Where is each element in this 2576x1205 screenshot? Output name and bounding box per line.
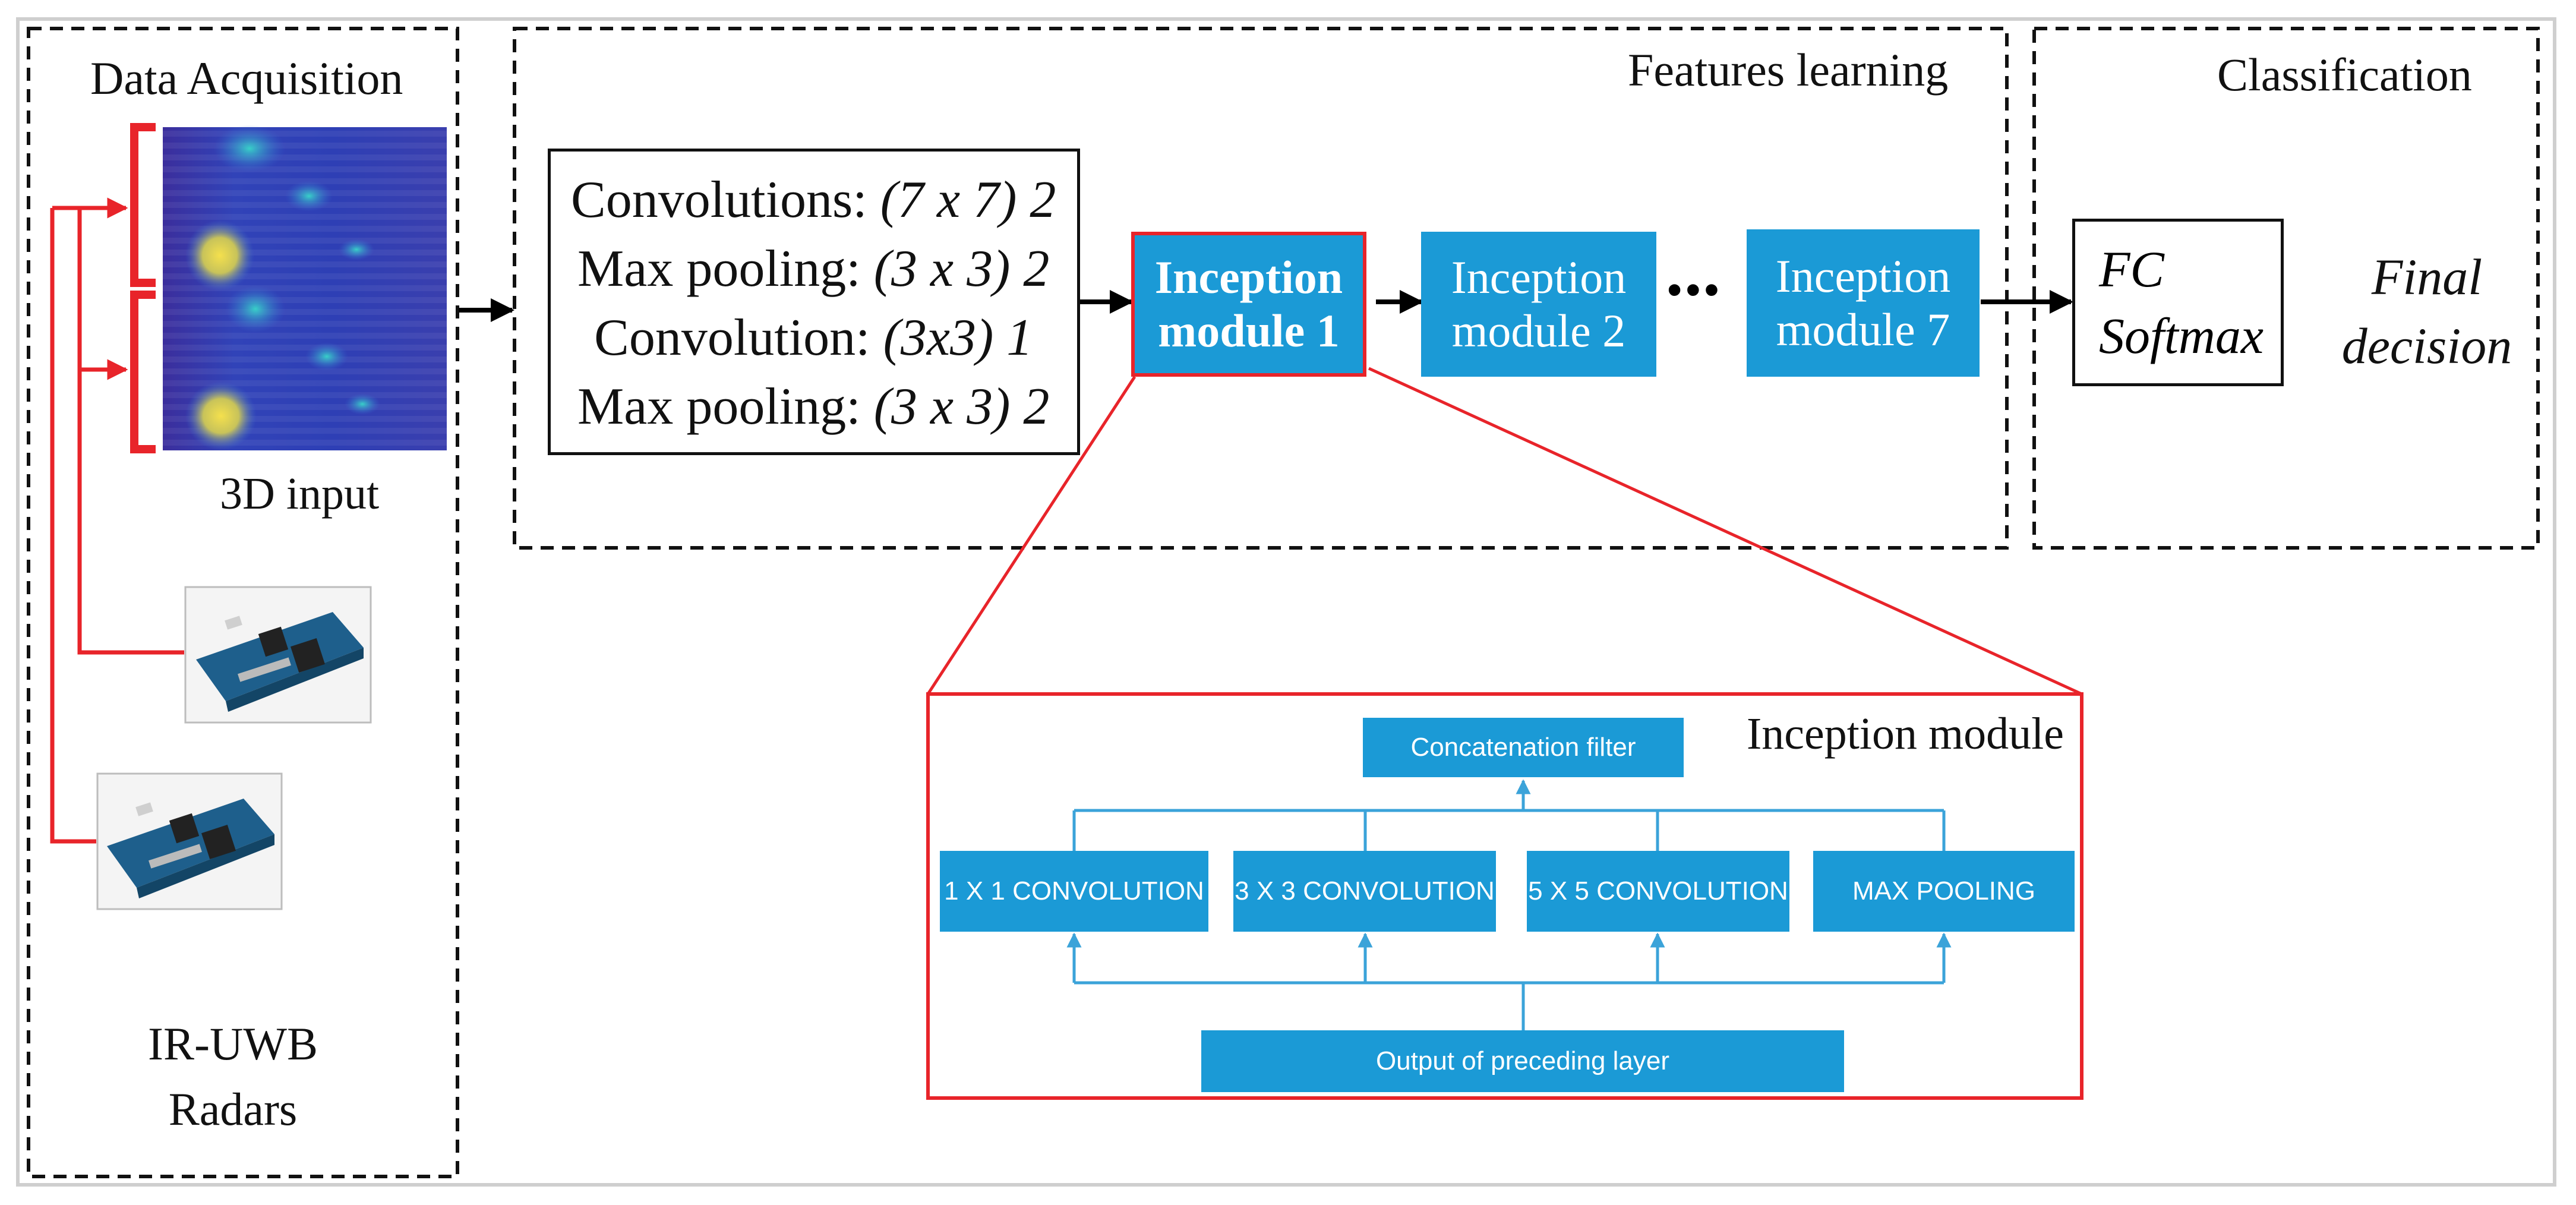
softmax-label: Softmax — [2099, 307, 2264, 364]
radar-board-image — [96, 772, 283, 910]
module-2-line2: module 2 — [1451, 305, 1626, 357]
radar-label: IR-UWB Radars — [138, 1011, 328, 1142]
fc-softmax-block: FC Softmax — [2072, 219, 2284, 386]
inception-detail-title: Inception module — [1747, 709, 2064, 759]
radar-heatmap-image — [163, 125, 447, 450]
inception-detail-frame — [926, 692, 2083, 1100]
input-label: 3D input — [220, 469, 380, 519]
acquisition-heading: Data Acquisition — [90, 52, 403, 104]
stem-line-4: Max pooling: (3 x 3) 2 — [577, 378, 1050, 436]
radar-label-line1: IR-UWB — [148, 1018, 318, 1070]
stem-block: Convolutions: (7 x 7) 2 Max pooling: (3 … — [548, 149, 1080, 455]
branch-3x3-convolution: 3 X 3 CONVOLUTION — [1233, 851, 1496, 932]
module-7-line2: module 7 — [1776, 304, 1950, 355]
preceding-layer-output: Output of preceding layer — [1201, 1030, 1844, 1092]
final-decision-line2: decision — [2341, 317, 2512, 374]
branch-1x1-convolution: 1 X 1 CONVOLUTION — [940, 851, 1208, 932]
final-decision: Final decision — [2335, 242, 2519, 380]
fc-label: FC — [2099, 241, 2164, 298]
module-1-line1: Inception — [1154, 251, 1343, 303]
module-1-line2: module 1 — [1158, 305, 1340, 357]
classification-heading: Classification — [2217, 49, 2472, 100]
module-2-line1: Inception — [1451, 251, 1627, 303]
classification-frame — [2032, 27, 2540, 550]
features-heading: Features learning — [1628, 44, 1949, 96]
branch-5x5-convolution: 5 X 5 CONVOLUTION — [1527, 851, 1789, 932]
inception-module-1[interactable]: Inception module 1 — [1131, 232, 1366, 377]
stem-line-1: Convolutions: (7 x 7) 2 — [571, 171, 1056, 229]
ellipsis: ••• — [1667, 266, 1723, 314]
final-decision-line1: Final — [2371, 248, 2483, 305]
module-7-line1: Inception — [1775, 250, 1951, 302]
radar-board-image — [184, 586, 372, 724]
stem-line-2: Max pooling: (3 x 3) 2 — [577, 240, 1050, 298]
acquisition-frame — [27, 27, 459, 1178]
concatenation-filter: Concatenation filter — [1363, 718, 1684, 777]
branch-max-pooling: MAX POOLING — [1813, 851, 2075, 932]
stem-line-3: Convolution: (3x3) 1 — [594, 309, 1033, 367]
inception-module-7[interactable]: Inception module 7 — [1747, 229, 1980, 377]
inception-module-2[interactable]: Inception module 2 — [1421, 232, 1656, 377]
radar-label-line2: Radars — [168, 1083, 298, 1135]
